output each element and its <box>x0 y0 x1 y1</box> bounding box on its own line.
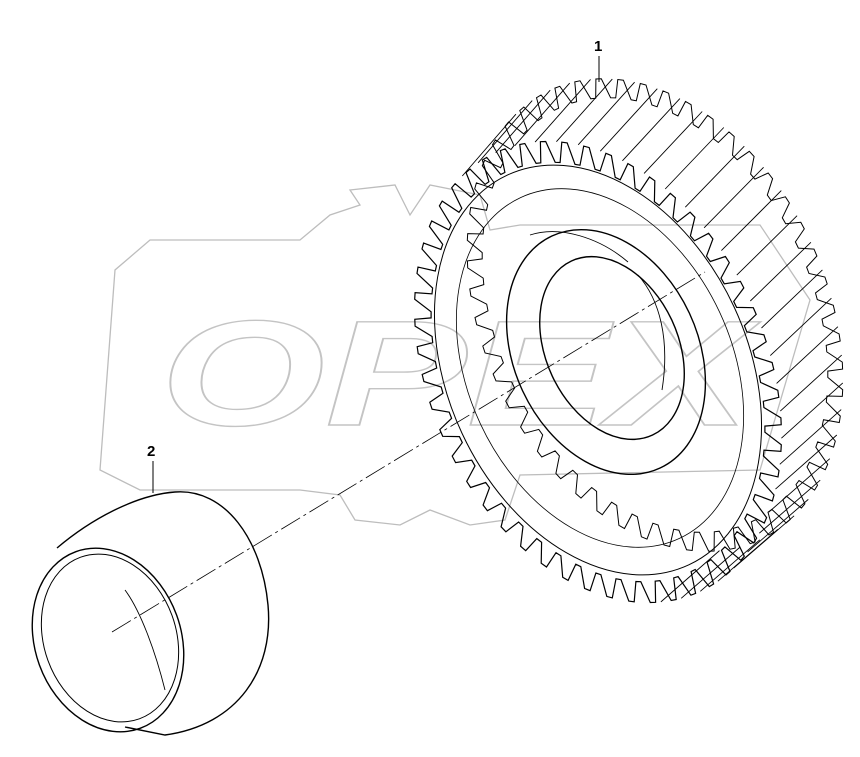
gear-helical-tooth-line <box>477 100 533 164</box>
gear-bore-depth <box>637 274 666 391</box>
bushing-outer-shell <box>56 491 270 736</box>
callout-2-label: 2 <box>147 443 155 460</box>
gear-face-ring-outer <box>433 164 763 576</box>
gear-helical-tooth-line <box>664 127 725 190</box>
callout-1-label: 1 <box>594 38 602 55</box>
gear-helical-tooth-line <box>749 241 812 302</box>
gear-helical-tooth-line <box>622 98 681 162</box>
gear-helical-tooth-line <box>461 113 517 177</box>
gear-helical-tooth-line <box>643 111 703 174</box>
gear-helical-tooth-line <box>556 78 613 142</box>
gear-helical-tooth-line <box>781 382 844 439</box>
bushing-part <box>31 491 270 736</box>
bushing-front-rim-inner <box>40 553 180 723</box>
gear-helical-tooth-line <box>703 166 764 229</box>
gear-helical-tooth-line <box>761 269 823 329</box>
bushing-front-rim-outer <box>31 547 185 733</box>
gear-hub-depth <box>529 231 629 263</box>
gear-helical-tooth-line <box>684 145 745 208</box>
center-axis-line <box>111 271 706 633</box>
gear-helical-tooth-line <box>534 79 591 143</box>
gear-helical-tooth-line <box>599 88 658 152</box>
callout-1: 1 <box>594 38 602 82</box>
gear-helical-tooth-line <box>747 499 809 553</box>
gear-teeth-back-outline <box>466 78 844 552</box>
callout-2: 2 <box>147 443 155 493</box>
gear-helical-tooth-line <box>736 215 798 276</box>
gear-helical-tooth-line <box>768 458 831 513</box>
gear-helical-tooth-line <box>660 550 720 603</box>
gear-helical-tooth-line <box>577 81 635 146</box>
gear-helical-tooth-line <box>514 82 571 146</box>
gear-helical-tooth-line <box>759 479 821 534</box>
gear-helical-tooth-line <box>779 409 842 465</box>
gear-helical-tooth-line <box>779 354 843 412</box>
gear-helical-tooth-line <box>776 326 839 384</box>
gear-helical-tooth-line <box>721 190 782 251</box>
gear-face <box>414 140 782 604</box>
gear-helical-tooth-line <box>775 434 838 490</box>
gear-hub-outer <box>505 228 707 476</box>
watermark-frame <box>99 184 811 526</box>
gear-face-ring-mid <box>455 188 745 548</box>
gear-helical-tooth-line <box>769 297 832 356</box>
gear-part <box>414 78 844 604</box>
gear-helical-tooth-line <box>495 89 551 153</box>
bushing-inner-seam <box>124 589 166 691</box>
gear-teeth-back <box>461 78 844 603</box>
gear-helical-tooth-line <box>700 539 761 592</box>
gear-teeth-front <box>414 140 782 604</box>
gear-hub-inner <box>539 255 685 441</box>
watermark-text: OPEX <box>160 289 761 457</box>
